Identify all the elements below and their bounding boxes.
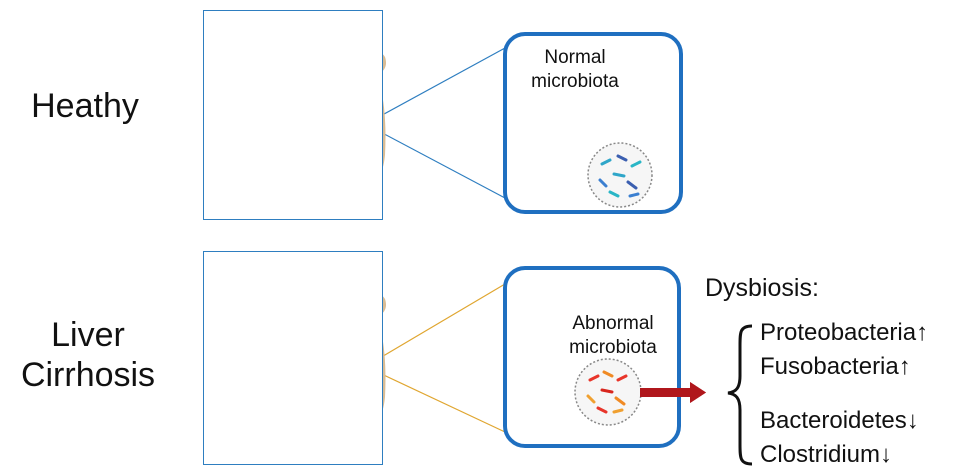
- healthy-colon-panel: [203, 10, 383, 220]
- healthy-label: Heathy: [31, 87, 139, 125]
- abnormal-microbiota-label: Abnormal microbiota: [569, 313, 657, 358]
- item-name: Bacteroidetes: [760, 407, 907, 434]
- trend-arrow: ↑: [898, 353, 911, 380]
- dysbiosis-title: Dysbiosis:: [705, 274, 819, 302]
- normal-microbiota-label: Normal microbiota: [531, 47, 619, 92]
- dysbiosis-item-proteobacteria: Proteobacteria↑: [760, 318, 928, 348]
- arrow-overlay: [640, 382, 706, 403]
- trend-arrow: ↓: [880, 441, 893, 468]
- healthy-connector-bottom: [372, 127, 506, 199]
- trend-arrow: ↓: [906, 407, 919, 434]
- dysbiosis-item-clostridium: Clostridium↓: [760, 440, 892, 470]
- item-name: Fusobacteria: [760, 353, 899, 380]
- dysbiosis-item-bacteroidetes: Bacteroidetes↓: [760, 406, 919, 436]
- abnormal-dish-overlay: [574, 358, 642, 426]
- dysbiosis-bracket: [727, 324, 753, 466]
- item-name: Clostridium: [760, 441, 881, 468]
- cirrhosis-label-line1: Liver: [51, 316, 125, 354]
- cirrhosis-label-line2: Cirrhosis: [20, 356, 156, 394]
- cirrhosis-label: Liver Cirrhosis: [8, 315, 168, 395]
- item-name: Proteobacteria: [760, 319, 917, 346]
- normal-dish-overlay: [587, 142, 653, 208]
- abnormal-microbiota-callout: [503, 266, 681, 448]
- trend-arrow: ↑: [916, 319, 929, 346]
- cirrhosis-connector-bottom: [372, 369, 506, 433]
- healthy-connector-top: [372, 47, 506, 121]
- cirrhosis-connector-top: [372, 283, 506, 363]
- cirrhosis-colon-panel: [203, 251, 383, 465]
- dysbiosis-item-fusobacteria: Fusobacteria↑: [760, 352, 911, 382]
